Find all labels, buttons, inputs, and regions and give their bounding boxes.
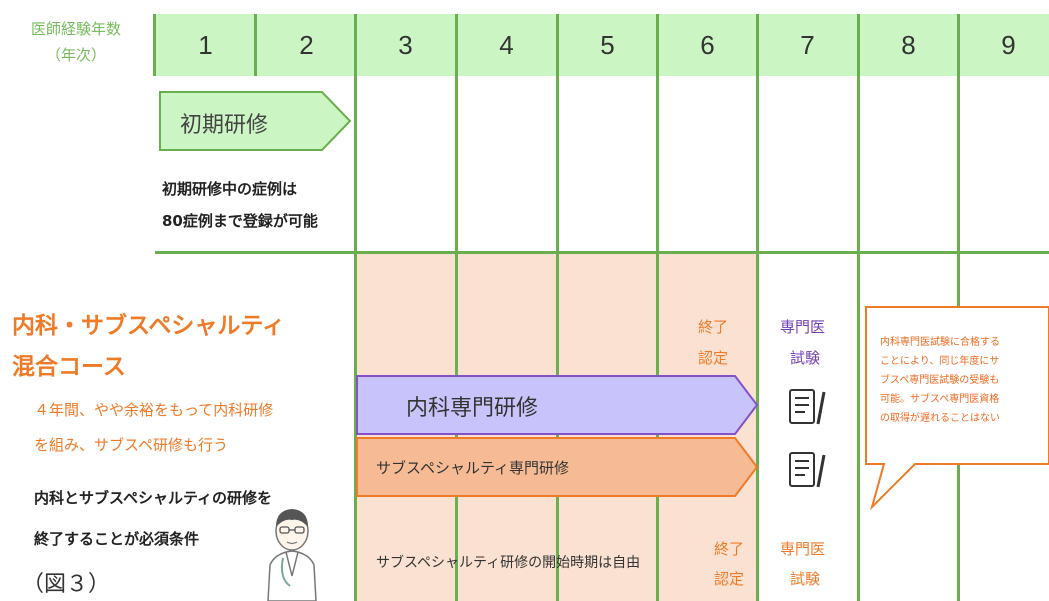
callout-bubble <box>865 306 1049 511</box>
completion-top-line2: 認定 <box>698 349 729 367</box>
initial-note-line1: 初期研修中の症例は <box>162 180 298 198</box>
grid-line-v4 <box>556 14 559 601</box>
exam-top-line1: 専門医 <box>780 318 826 336</box>
completion-top-line1: 終了 <box>698 318 729 336</box>
year-1: 1 <box>198 29 213 60</box>
grid-line-v0 <box>153 14 156 76</box>
figure-label: （図３） <box>22 572 111 597</box>
internal-training-label: 内科専門研修 <box>406 396 539 421</box>
grid-line-v7 <box>857 14 860 601</box>
initial-note-line2: 80症例まで登録が可能 <box>162 212 318 230</box>
callout-line-1: 内科専門医試験に合格する <box>880 337 1000 348</box>
completion-bottom-line2: 認定 <box>714 570 745 588</box>
grid-line-v1 <box>254 14 257 76</box>
header-band <box>155 14 1049 76</box>
year-8: 8 <box>901 29 916 60</box>
callout-line-2: ことにより、同じ年度にサ <box>880 356 1000 367</box>
subspecialty-training-label: サブスペシャルティ専門研修 <box>376 459 570 477</box>
year-5: 5 <box>600 29 615 60</box>
year-7: 7 <box>800 29 815 60</box>
header-label: 医師経験年数 （年次） <box>6 16 146 68</box>
year-6: 6 <box>700 29 715 60</box>
exam-bottom-line1: 専門医 <box>780 540 826 558</box>
grid-line-v3 <box>455 14 458 601</box>
grid-line-v2 <box>354 14 357 601</box>
start-timing-note: サブスペシャルティ研修の開始時期は自由 <box>376 555 641 571</box>
completion-bottom-line1: 終了 <box>714 540 745 558</box>
course-cond-line1: 内科とサブスペシャルティの研修を <box>34 489 273 507</box>
callout-box: 内科専門医試験に合格する ことにより、同じ年度にサ ブスペ専門医試験の受験も 可… <box>866 307 1049 464</box>
subspecialty-training-arrow <box>356 437 759 497</box>
course-cond-line2: 終了することが必須条件 <box>34 530 200 548</box>
doctor-icon <box>267 509 317 601</box>
callout-text: 内科専門医試験に合格する ことにより、同じ年度にサ ブスペ専門医試験の受験も 可… <box>880 333 1049 428</box>
course-title-line2: 混合コース <box>12 354 126 380</box>
callout-line-5: の取得が遅れることはない <box>880 413 1000 424</box>
exam-bottom-line2: 試験 <box>790 570 821 588</box>
grid-line-v5 <box>656 14 659 601</box>
course-title-line1: 内科・サブスペシャルティ <box>12 313 286 339</box>
callout-line-3: ブスペ専門医試験の受験も <box>880 375 1000 386</box>
internal-training-arrow <box>356 375 759 435</box>
grid-line-v6 <box>756 14 759 601</box>
year-2: 2 <box>299 29 314 60</box>
header-label-line2: （年次） <box>45 46 106 64</box>
exam-sheet-icon-bottom <box>789 452 826 488</box>
callout-line-4: 可能。サブスペ専門医資格 <box>880 394 1000 405</box>
course-desc-line2: を組み、サブスペ研修も行う <box>34 436 228 454</box>
initial-training-arrow <box>159 91 352 151</box>
header-label-line1: 医師経験年数 <box>30 20 121 38</box>
grid-line-h <box>155 251 1049 254</box>
year-4: 4 <box>499 29 514 60</box>
year-3: 3 <box>398 29 413 60</box>
exam-sheet-icon-top <box>789 389 826 425</box>
course-desc-line1: ４年間、やや余裕をもって内科研修 <box>34 401 274 419</box>
year-9: 9 <box>1001 29 1016 60</box>
initial-training-label: 初期研修 <box>180 113 269 138</box>
exam-top-line2: 試験 <box>790 349 821 367</box>
